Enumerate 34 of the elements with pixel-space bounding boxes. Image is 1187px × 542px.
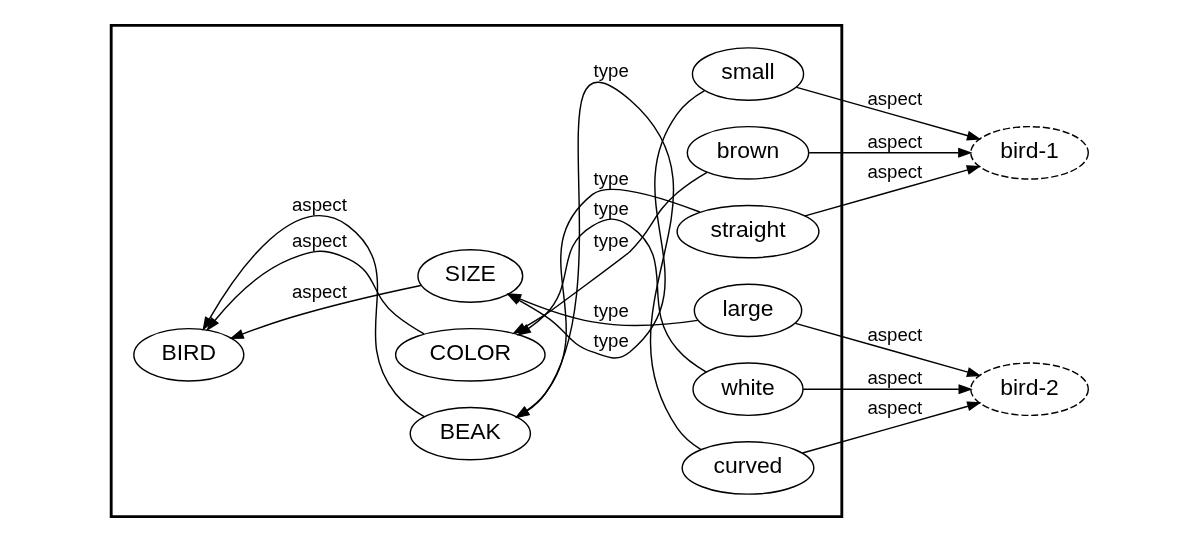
arrow <box>808 147 972 158</box>
edge-label: aspect <box>866 324 922 346</box>
arrow <box>228 284 422 339</box>
node-ellipse: bird-2 <box>969 362 1089 417</box>
cluster <box>109 23 843 519</box>
edge-label: aspect <box>866 130 922 152</box>
node-ellipse: brown <box>686 125 809 180</box>
arrow <box>794 322 981 377</box>
edge-label: aspect <box>291 229 347 251</box>
arrow <box>801 384 973 395</box>
arrow <box>803 165 981 217</box>
edge-label: type <box>593 167 629 189</box>
edge-label: type <box>593 299 629 321</box>
node-ellipse: straight <box>675 204 820 259</box>
arrow <box>801 401 981 454</box>
edge-label: aspect <box>866 397 922 419</box>
edge-label: type <box>593 197 629 219</box>
arrow <box>795 86 981 141</box>
edge-label: aspect <box>866 160 922 182</box>
node-ellipse: COLOR <box>394 327 546 382</box>
arrow <box>516 218 707 373</box>
edge-label: aspect <box>291 193 347 215</box>
node-ellipse: small <box>691 47 804 101</box>
node-ellipse: bird-1 <box>969 125 1089 180</box>
arrow <box>201 215 425 418</box>
edge-label: type <box>593 60 629 82</box>
edge-label: type <box>593 329 629 351</box>
node-ellipse: large <box>693 283 802 338</box>
edge-label: aspect <box>866 367 922 389</box>
edge-label: type <box>593 229 629 251</box>
node-ellipse: curved <box>681 441 814 495</box>
edge-label: aspect <box>866 87 922 109</box>
edge-label: aspect <box>291 281 347 303</box>
node-ellipse: white <box>691 362 804 417</box>
